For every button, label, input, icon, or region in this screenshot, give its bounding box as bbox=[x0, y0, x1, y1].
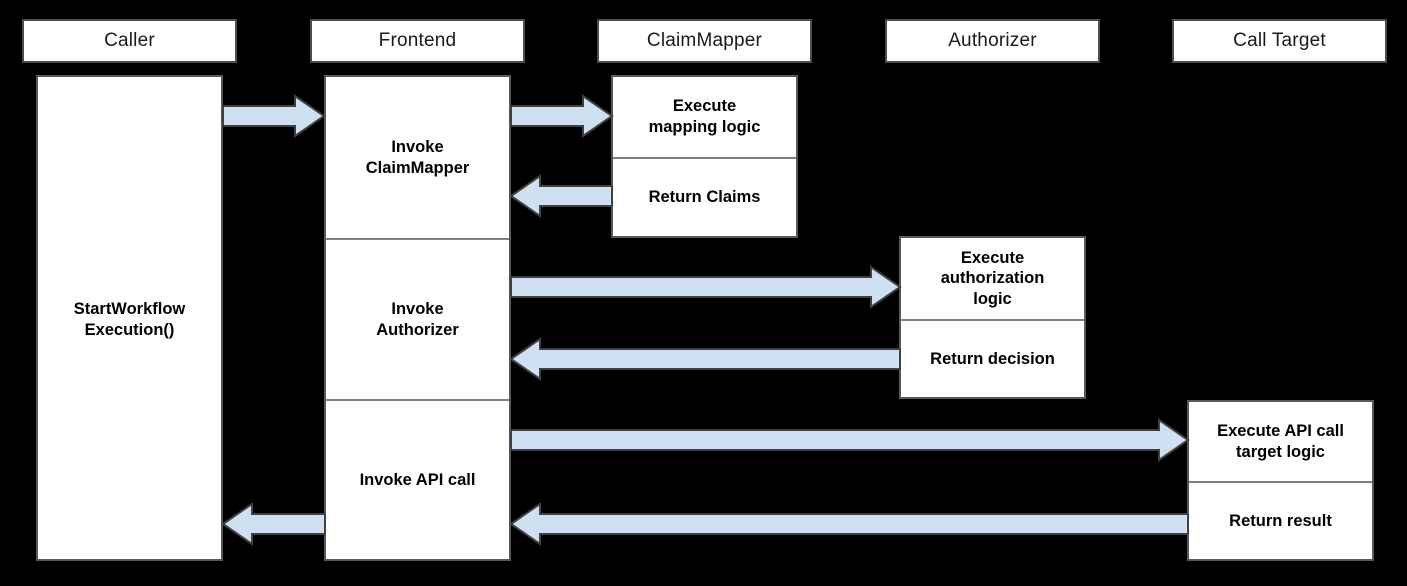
message-arrow-frontend-to-caller[interactable] bbox=[221, 502, 326, 546]
activation-segment-claimmapper-execute-mapping-logic: Execute mapping logic bbox=[648, 97, 761, 136]
activation-segment-frontend-invoke-authorizer: Invoke Authorizer bbox=[326, 238, 509, 399]
lifeline-header-caller[interactable]: Caller bbox=[22, 19, 237, 63]
activation-segment-calltarget-return-result: Return result bbox=[1189, 481, 1372, 559]
activation-segment-authorizer-execute-authorization-logic: Execute authorization logic bbox=[940, 248, 1045, 308]
lifeline-header-calltarget-label: Call Target bbox=[1233, 30, 1326, 51]
message-arrow-calltarget-to-frontend[interactable] bbox=[509, 502, 1189, 546]
message-arrow-authorizer-to-frontend[interactable] bbox=[509, 337, 901, 381]
activation-segment-caller-start-workflow: StartWorkflow Execution() bbox=[73, 300, 186, 339]
message-arrow-frontend-to-claimmapper[interactable] bbox=[510, 94, 614, 138]
lifeline-header-caller-label: Caller bbox=[104, 30, 155, 51]
activation-segment-calltarget-execute-api-call-target-logic: Execute API call target logic bbox=[1217, 421, 1344, 461]
lifeline-header-authorizer-label: Authorizer bbox=[948, 30, 1037, 51]
lifeline-header-frontend[interactable]: Frontend bbox=[310, 19, 525, 63]
lifeline-header-claimmapper-label: ClaimMapper bbox=[646, 30, 763, 51]
lifeline-header-claimmapper[interactable]: ClaimMapper bbox=[597, 19, 812, 63]
lifeline-header-authorizer[interactable]: Authorizer bbox=[885, 19, 1100, 63]
message-arrow-frontend-to-authorizer[interactable] bbox=[510, 265, 902, 309]
activation-frontend[interactable]: Invoke ClaimMapper Invoke Authorizer Inv… bbox=[324, 75, 511, 561]
message-arrow-caller-to-frontend[interactable] bbox=[222, 94, 326, 138]
activation-authorizer[interactable]: Execute authorization logic Return decis… bbox=[899, 236, 1086, 399]
message-arrow-claimmapper-to-frontend[interactable] bbox=[509, 174, 613, 218]
activation-claimmapper[interactable]: Execute mapping logic Return Claims bbox=[611, 75, 798, 238]
activation-segment-frontend-invoke-api-call: Invoke API call bbox=[326, 399, 509, 559]
activation-segment-claimmapper-return-claims: Return Claims bbox=[613, 157, 796, 236]
activation-caller[interactable]: StartWorkflow Execution() bbox=[36, 75, 223, 561]
activation-segment-authorizer-return-decision: Return decision bbox=[901, 319, 1084, 397]
lifeline-header-frontend-label: Frontend bbox=[378, 30, 457, 51]
activation-segment-frontend-invoke-claimmapper: Invoke ClaimMapper bbox=[365, 137, 470, 177]
activation-calltarget[interactable]: Execute API call target logic Return res… bbox=[1187, 400, 1374, 561]
message-arrow-frontend-to-calltarget[interactable] bbox=[510, 418, 1190, 462]
lifeline-header-calltarget[interactable]: Call Target bbox=[1172, 19, 1387, 63]
